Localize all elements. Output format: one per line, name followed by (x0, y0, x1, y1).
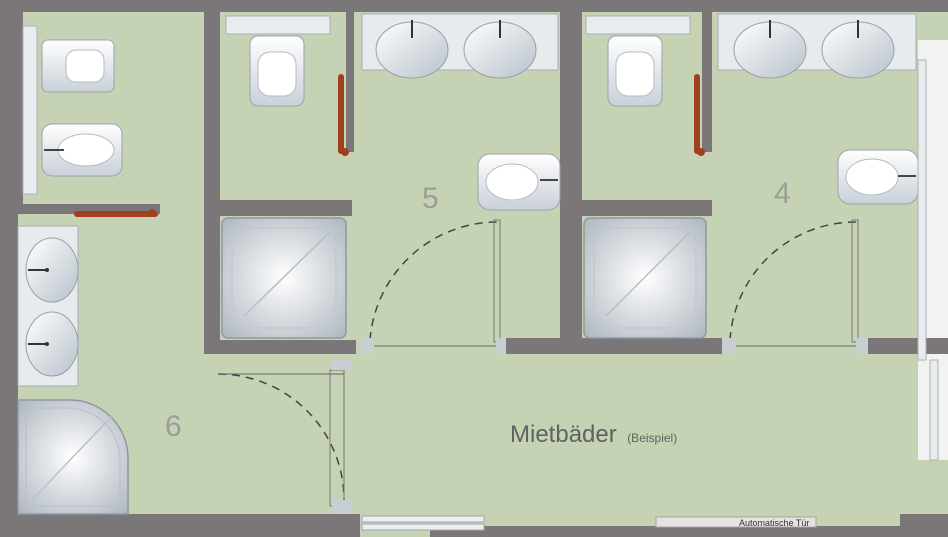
door-frame (496, 338, 506, 354)
door-swing-icon (729, 219, 859, 347)
cistern (585, 15, 691, 35)
side-door-panel (917, 59, 927, 361)
wall-room5-right (560, 12, 582, 354)
bidet-icon (837, 149, 919, 205)
washbasin-icon (25, 311, 79, 377)
wall-room5-door-right (502, 338, 582, 354)
door-frame (722, 338, 736, 354)
wall-bottom-right (430, 526, 948, 537)
automatic-door-label: Automatische Tür (739, 518, 809, 528)
plan-title-main: Mietbäder (510, 421, 617, 448)
plan-title: Mietbäder (Beispiel) (510, 421, 677, 448)
wall-room4-door-right (868, 338, 948, 354)
wall-room6-right (204, 12, 220, 354)
bidet-icon (41, 123, 123, 177)
wall-bottom-left (0, 514, 360, 537)
plan-title-sub: (Beispiel) (627, 431, 677, 445)
washbasin-icon (463, 20, 537, 79)
door-frame (360, 338, 374, 354)
automatic-door-track (655, 516, 817, 528)
cistern (22, 25, 38, 195)
toilet-icon (607, 35, 663, 107)
toilet-icon (249, 35, 305, 107)
entrance-door-panel (361, 523, 485, 531)
wall-room5-wc (346, 12, 354, 152)
cistern (225, 15, 331, 35)
grab-rail-icon (338, 74, 349, 156)
toilet-icon (41, 39, 115, 93)
bidet-icon (477, 153, 561, 211)
grab-rail-icon (694, 74, 705, 156)
wall-room5-shower-top (220, 200, 352, 216)
room-number-5: 5 (422, 182, 439, 215)
washbasin-icon (375, 20, 449, 79)
wall-wc-divider (18, 204, 160, 214)
wall-room5-bottom (204, 340, 356, 354)
wall-room4-shower-top (582, 200, 712, 216)
door-frame (332, 500, 352, 514)
shower-tray-icon (583, 217, 707, 339)
washbasin-icon (821, 20, 895, 79)
washbasin-icon (733, 20, 807, 79)
grab-rail-icon (74, 209, 158, 217)
wall-top (0, 0, 948, 12)
wall-left (0, 0, 18, 537)
wall-room4-bottom (582, 338, 726, 354)
wall-wc-side (18, 12, 23, 204)
side-door-panel (929, 359, 939, 461)
wall-room4-wc (702, 12, 712, 152)
entrance-door-panel (361, 515, 485, 523)
door-frame (332, 360, 352, 370)
shower-tray-icon (221, 217, 347, 339)
washbasin-icon (25, 237, 79, 303)
door-frame (856, 338, 868, 354)
room-number-4: 4 (774, 177, 791, 210)
wall-bottom-end (900, 514, 948, 537)
room-number-6: 6 (165, 410, 182, 443)
shower-tray-icon (17, 399, 129, 515)
